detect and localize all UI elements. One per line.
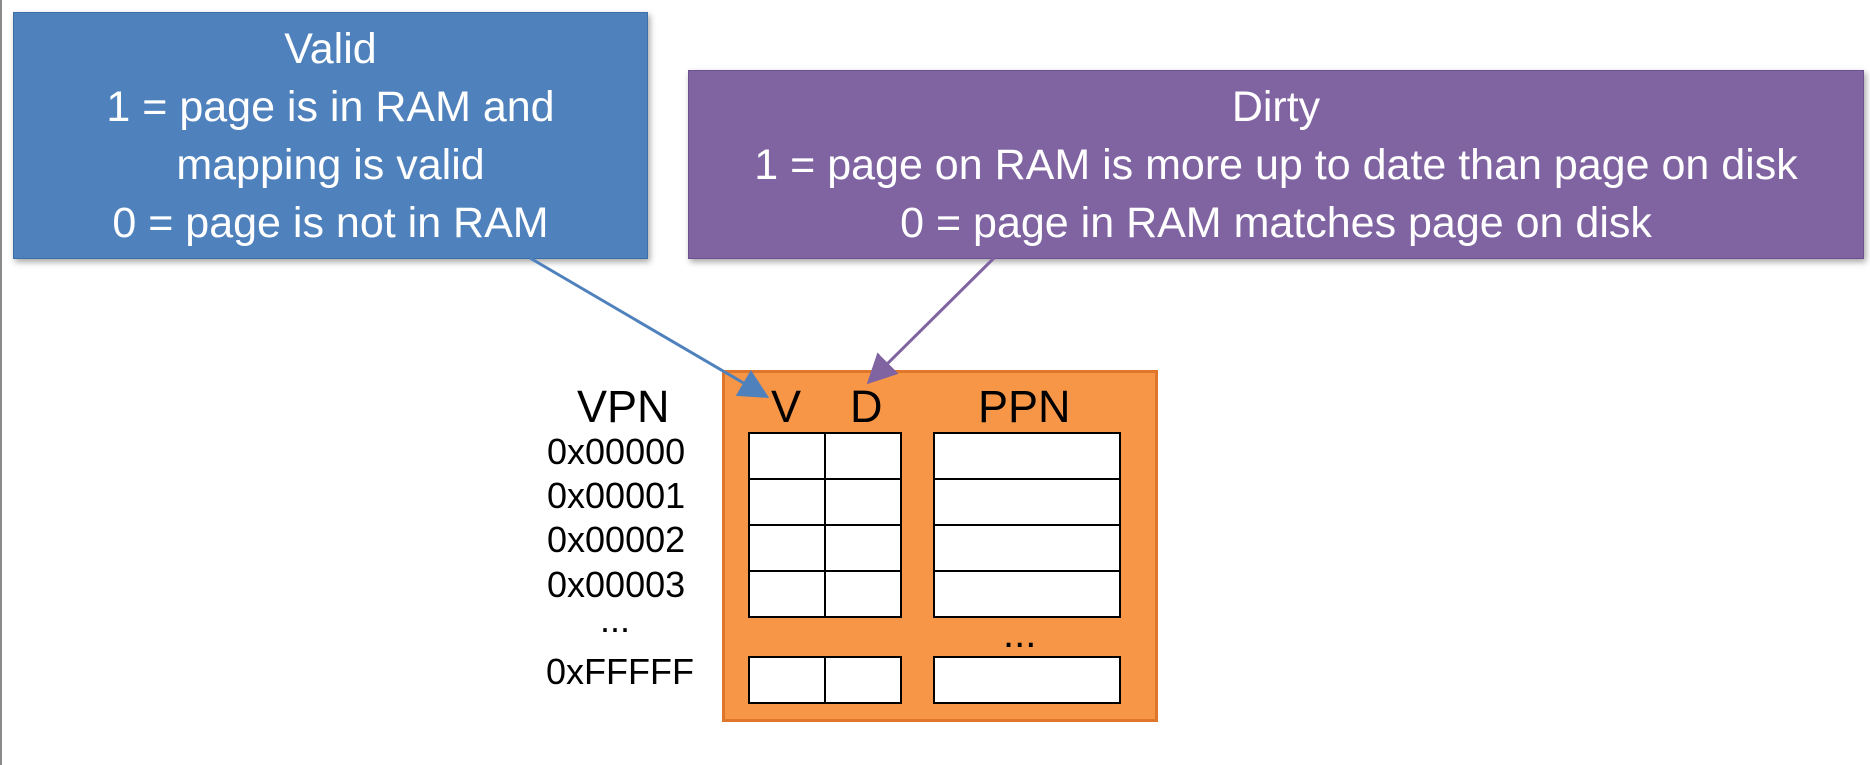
vpn-ellipsis: ... [600,599,631,640]
dirty-bit-cell [824,432,902,480]
ppn-cell [933,656,1121,704]
valid-arrow [529,256,770,399]
dirty-bit-cell [824,570,902,618]
ppn-cell [933,570,1121,618]
ppn-cell [933,524,1121,572]
vd-table [748,432,902,618]
table-row [748,478,902,526]
valid-bit-cell [748,524,826,572]
vpn-row-label: 0x00003 [547,564,686,605]
dirty-arrow [866,256,996,385]
table-row [748,656,902,704]
slide-left-border [0,0,2,765]
valid-callout: Valid 1 = page is in RAM and mapping is … [13,12,648,259]
valid-line-2: mapping is valid [176,140,485,189]
dirty-bit-cell [824,478,902,526]
valid-bit-cell [748,570,826,618]
dirty-bit-cell [824,524,902,572]
table-row [933,570,1121,618]
ppn-cell [933,478,1121,526]
table-row [748,432,902,480]
table-row [748,524,902,572]
valid-title: Valid [284,24,377,73]
valid-bit-cell [748,656,826,704]
valid-column-header: V [771,381,802,432]
ppn-ellipsis: ... [1003,612,1037,656]
dirty-bit-cell [824,656,902,704]
ppn-table [933,432,1121,618]
vpn-row-label: 0x00002 [547,519,686,560]
vd-last-row [748,656,902,704]
dirty-column-header: D [850,381,883,432]
valid-line-1: 1 = page is in RAM and [106,82,555,131]
ppn-cell [933,432,1121,480]
vpn-row-label: 0x00000 [547,431,686,472]
valid-bit-cell [748,432,826,480]
valid-bit-cell [748,478,826,526]
vpn-row-label: 0xFFFFF [546,651,694,692]
dirty-title: Dirty [1231,82,1321,131]
vpn-header: VPN [577,381,670,432]
table-row [933,478,1121,526]
dirty-callout: Dirty 1 = page on RAM is more up to date… [688,70,1864,259]
valid-line-3: 0 = page is not in RAM [112,198,549,247]
table-row [748,570,902,618]
ppn-last-row [933,656,1121,704]
dirty-line-2: 0 = page in RAM matches page on disk [900,198,1652,247]
ppn-column-header: PPN [978,381,1071,432]
vpn-row-label: 0x00001 [547,475,686,516]
table-row [933,524,1121,572]
dirty-line-1: 1 = page on RAM is more up to date than … [754,140,1798,189]
table-row [933,432,1121,480]
table-row [933,656,1121,704]
